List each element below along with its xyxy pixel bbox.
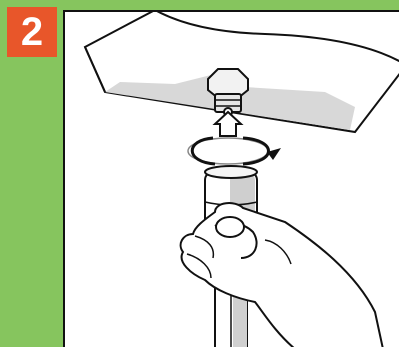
hose-connect-to-valve-illustration bbox=[65, 12, 399, 347]
hand bbox=[181, 203, 383, 347]
step-badge: 2 bbox=[7, 7, 57, 57]
step-number: 2 bbox=[21, 12, 43, 52]
valve-fitting bbox=[208, 69, 248, 116]
arrow-up-icon bbox=[215, 112, 241, 136]
illustration-panel bbox=[63, 10, 399, 347]
rotate-clockwise-icon bbox=[188, 138, 281, 164]
